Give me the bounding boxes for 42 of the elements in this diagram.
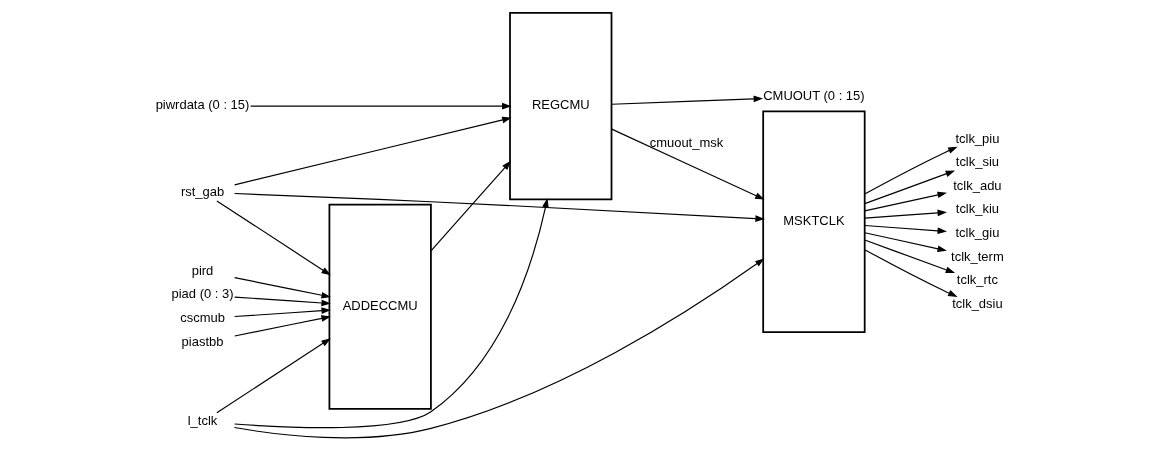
arrow (610, 95, 763, 105)
node-text: tclk_kiu (955, 201, 999, 217)
node-text: tclk_siu (955, 154, 999, 170)
arrow (233, 296, 331, 307)
arrow (233, 116, 512, 186)
node-box: MSKTCLK (761, 110, 866, 334)
node-box: REGCMU (508, 12, 612, 201)
node-text: tclk_piu (954, 130, 999, 146)
arrow (863, 170, 955, 205)
arrow (215, 200, 331, 276)
arrow (233, 197, 549, 429)
node-text: piad (0 : 3) (171, 286, 234, 302)
edge-label: cmuout_msk (649, 135, 723, 151)
arrow (233, 307, 331, 318)
arrow (863, 239, 955, 274)
arrow (863, 191, 947, 212)
node-text: tclk_term (950, 248, 1004, 264)
arrow (429, 160, 511, 252)
node-text: l_tclk (187, 412, 217, 428)
node-text: piastbb (181, 333, 223, 349)
node-text: tclk_dsiu (951, 295, 1003, 311)
arrow (233, 258, 764, 439)
node-text: cscmub (179, 309, 225, 325)
node-text: CMUOUT (0 : 15) (762, 88, 865, 104)
arrow (863, 146, 958, 195)
arrow (233, 277, 331, 299)
arrow (863, 232, 947, 252)
arrow (863, 209, 947, 219)
arrow (863, 224, 947, 235)
node-text: pird (191, 262, 213, 278)
node-text: tclk_adu (952, 177, 1002, 193)
node-text: rst_gab (180, 183, 224, 199)
node-text: piwrdata (0 : 15) (155, 97, 249, 113)
node-box: ADDECCMU (328, 203, 432, 410)
node-text: tclk_rtc (956, 272, 998, 288)
arrow (233, 315, 331, 337)
arrow (249, 102, 511, 110)
arrow (863, 249, 958, 297)
arrow (233, 192, 765, 222)
arrow (610, 128, 765, 200)
node-text: tclk_giu (954, 224, 999, 240)
arrow (215, 338, 331, 414)
